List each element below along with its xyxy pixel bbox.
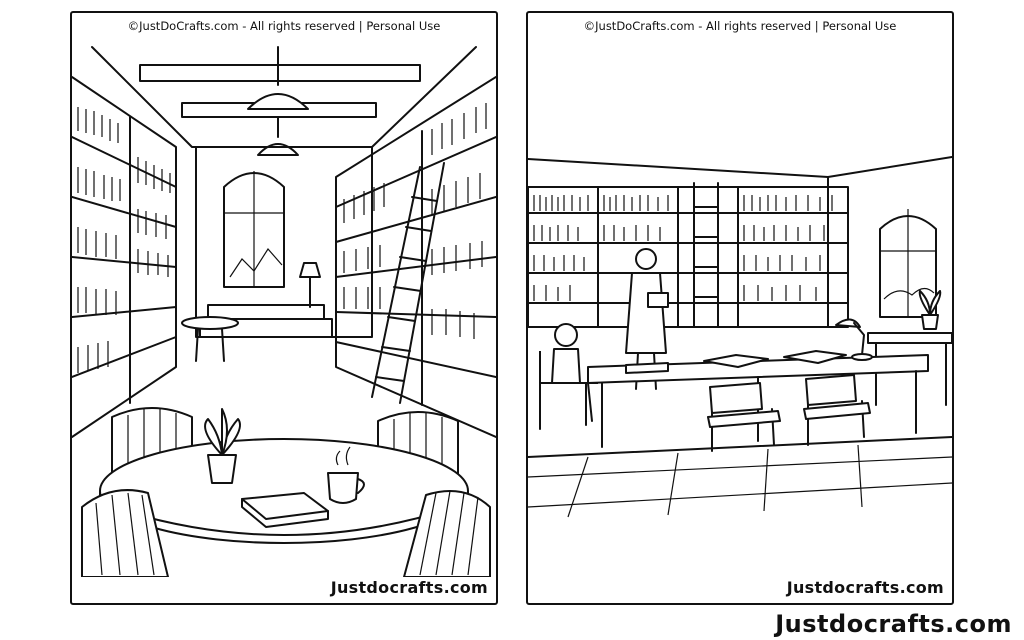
coloring-page-library-hall: ©JustDoCrafts.com - All rights reserved … <box>526 11 954 605</box>
copyright-notice: ©JustDoCrafts.com - All rights reserved … <box>583 19 897 33</box>
library-hall-illustration <box>528 37 952 577</box>
page-brand-watermark: Justdocrafts.com <box>786 578 944 597</box>
library-corner-illustration <box>72 37 496 577</box>
footer-brand-logo: Justdocrafts.com <box>775 610 1012 638</box>
page-brand-watermark: Justdocrafts.com <box>330 578 488 597</box>
copyright-notice: ©JustDoCrafts.com - All rights reserved … <box>127 19 441 33</box>
coloring-page-library-corner: ©JustDoCrafts.com - All rights reserved … <box>70 11 498 605</box>
